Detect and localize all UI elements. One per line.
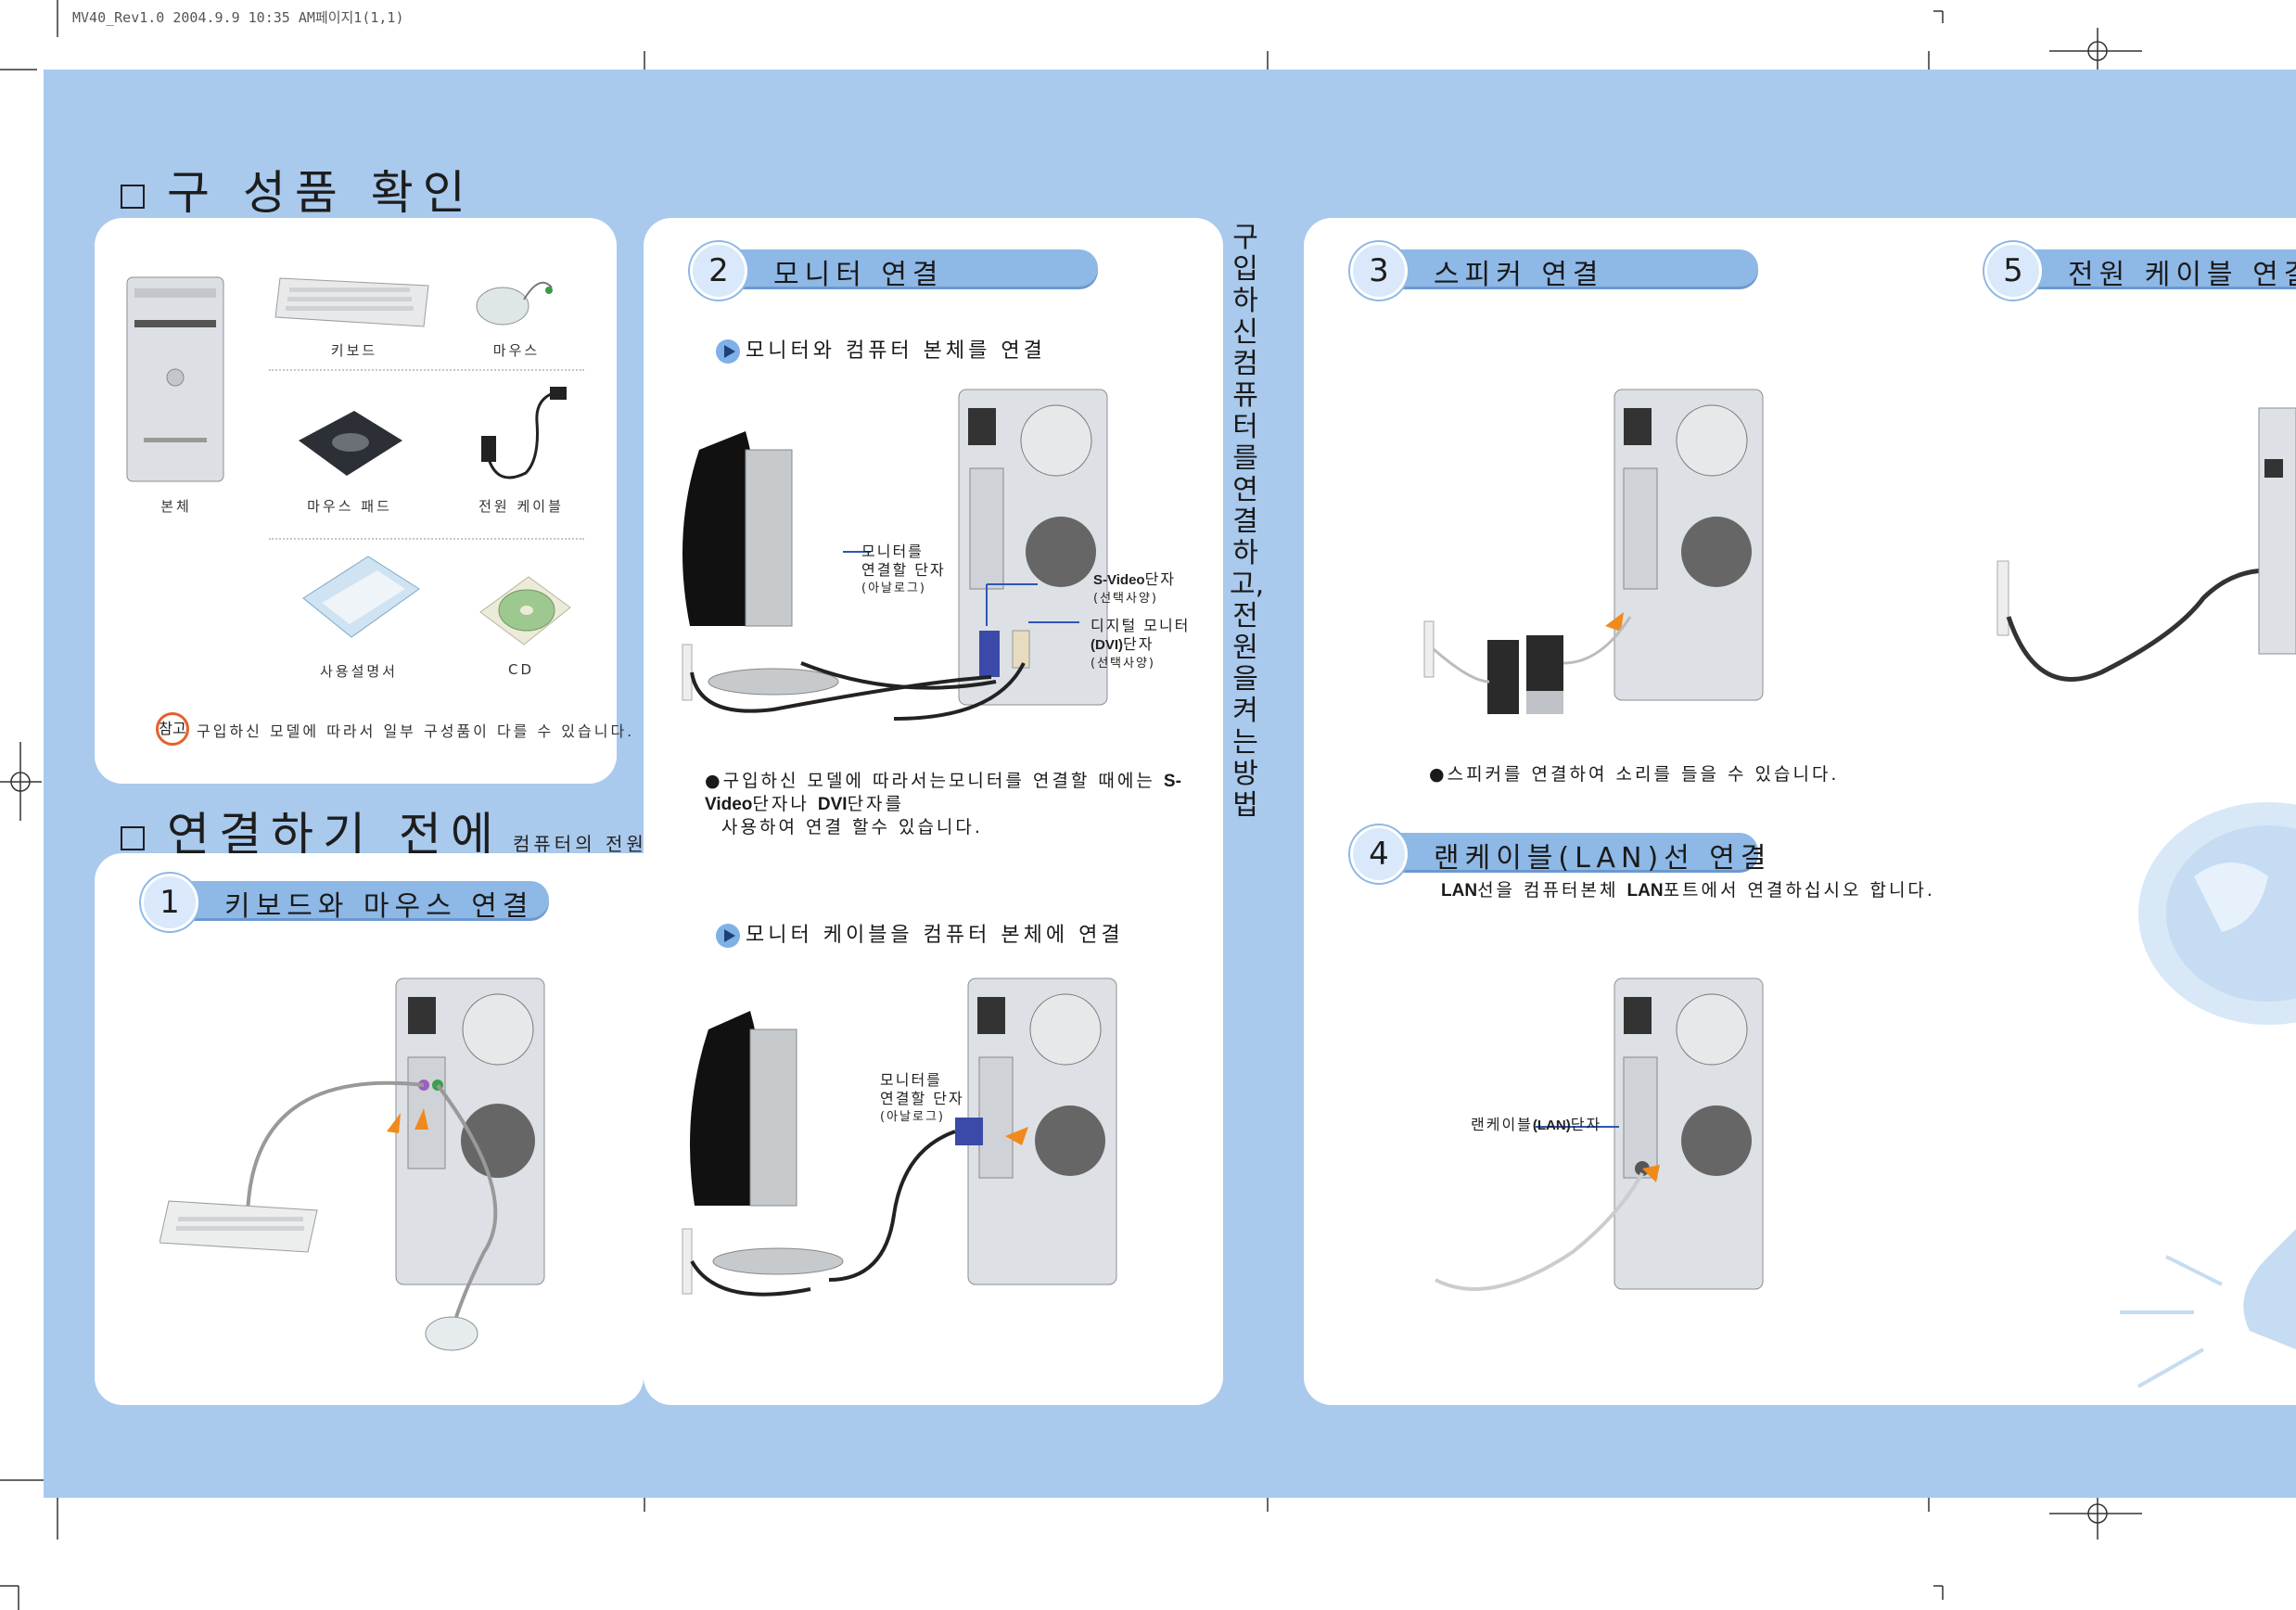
step1-label: 키보드와 마우스 연결 [224, 890, 534, 923]
step5-header: 5 전원 케이블 연결 [1984, 242, 2296, 300]
step1-card: 1 키보드와 마우스 연결 [95, 853, 644, 1405]
step2-illustration-b [682, 978, 1117, 1297]
step2-lead-a: 모니터와 컴퓨터 본체를 연결 [716, 334, 1046, 364]
step2-illustration-a [682, 389, 1108, 721]
step2-number: 2 [690, 242, 747, 300]
item-label-mouse: 마우스 [492, 342, 541, 359]
step5-label: 전원 케이블 연결 [2068, 259, 2296, 291]
item-label-manual: 사용설명서 [319, 663, 398, 680]
step2-bullet-note: ●구입하신 모델에 따라서는모니터를 연결할 때에는 S-Video단자나 DV… [705, 771, 1181, 837]
step2-callout-analog-a: 모니터를 연결할 단자 (아날로그) [861, 543, 946, 595]
step4-label: 랜케이블(LAN)선 연결 [1434, 842, 1772, 875]
step5-number: 5 [1984, 242, 2042, 300]
divider [269, 538, 584, 540]
keyboard-image [274, 277, 429, 327]
step4-number: 4 [1350, 825, 1408, 883]
step4-callout-lan: 랜케이블(LAN)단자 [1471, 1116, 1602, 1133]
item-label-pc: 본체 [160, 498, 192, 515]
power-cable-image [481, 387, 567, 479]
vertical-guide-text: 구입하신 컴퓨터를 연결하고, 전원을 켜는 방법 [1230, 222, 1265, 822]
steps-right-card: 3 스피커 연결 ●스피커를 연결하여 소리를 들을 수 있습니다. 4 랜케이… [1304, 218, 2296, 1405]
connect-section-title: 연결하기 전에 [167, 808, 503, 862]
play-arrow-icon [716, 339, 740, 364]
square-bullet-icon [121, 825, 145, 850]
mouse-image [476, 281, 553, 326]
item-label-mousepad: 마우스 패드 [307, 498, 392, 515]
step4-header: 4 랜케이블(LAN)선 연결 [1350, 825, 1767, 883]
step2-callout-analog-b: 모니터를 연결할 단자 (아날로그) [880, 1071, 964, 1124]
item-label-cd: CD [507, 661, 535, 678]
step2-label: 모니터 연결 [773, 259, 944, 291]
step1-number: 1 [141, 874, 198, 931]
connect-section-header: 연결하기 전에 컴퓨터의 전원 케이블을 뽑은 후에 연결하십시오. [121, 798, 986, 864]
bullet-dot-icon: ● [705, 771, 723, 791]
note-badge: 참고 [156, 712, 189, 746]
step2-callout-dvi: 디지털 모니터 (DVI)단자 (선택사양) [1091, 617, 1191, 671]
mouse-pad-image [299, 411, 402, 476]
step5-illustration [1996, 407, 2296, 682]
pc-tower-image [126, 276, 224, 482]
step1-header: 1 키보드와 마우스 연결 [141, 874, 549, 931]
step3-header: 3 스피커 연결 [1350, 242, 1758, 300]
divider [269, 369, 584, 371]
item-label-keyboard: 키보드 [330, 342, 378, 359]
items-card: 본체 키보드 마우스 마우스 패드 전원 케이블 사용설명서 CD 참고 [95, 218, 631, 784]
step3-bullet-note: ●스피커를 연결하여 소리를 들을 수 있습니다. [1429, 764, 1840, 785]
step2-lead-b: 모니터 케이블을 컴퓨터 본체에 연결 [716, 918, 1124, 948]
step2-header: 2 모니터 연결 [690, 242, 1098, 300]
manual-image [302, 556, 420, 638]
note-text: 구입하신 모델에 따라서 일부 구성품이 다를 수 있습니다. [197, 722, 635, 740]
globe-decoration [2120, 802, 2296, 1388]
play-arrow-icon [716, 924, 740, 948]
cd-image [479, 576, 571, 645]
document-slug: MV40_Rev1.0 2004.9.9 10:35 AM페이지1(1,1) [72, 9, 404, 26]
item-label-power-cable: 전원 케이블 [478, 498, 564, 515]
bullet-dot-icon: ● [1429, 764, 1448, 785]
step2-callout-svideo: S-Video단자 (선택사양) [1093, 570, 1177, 606]
items-section-title: 구 성품 확인 [121, 156, 475, 223]
step3-number: 3 [1350, 242, 1408, 300]
step3-illustration [1423, 389, 1764, 714]
step4-illustration [1435, 978, 1764, 1291]
step3-label: 스피커 연결 [1434, 259, 1604, 291]
step1-illustration [159, 978, 545, 1351]
step2-card: 2 모니터 연결 모니터와 컴퓨터 본체를 연결 모니터를 연결할 단자 (아날… [644, 218, 1223, 1405]
square-bullet-icon [121, 184, 145, 209]
step4-description: LAN선을 컴퓨터본체 LAN포트에서 연결하십시오 합니다. [1441, 880, 1935, 901]
